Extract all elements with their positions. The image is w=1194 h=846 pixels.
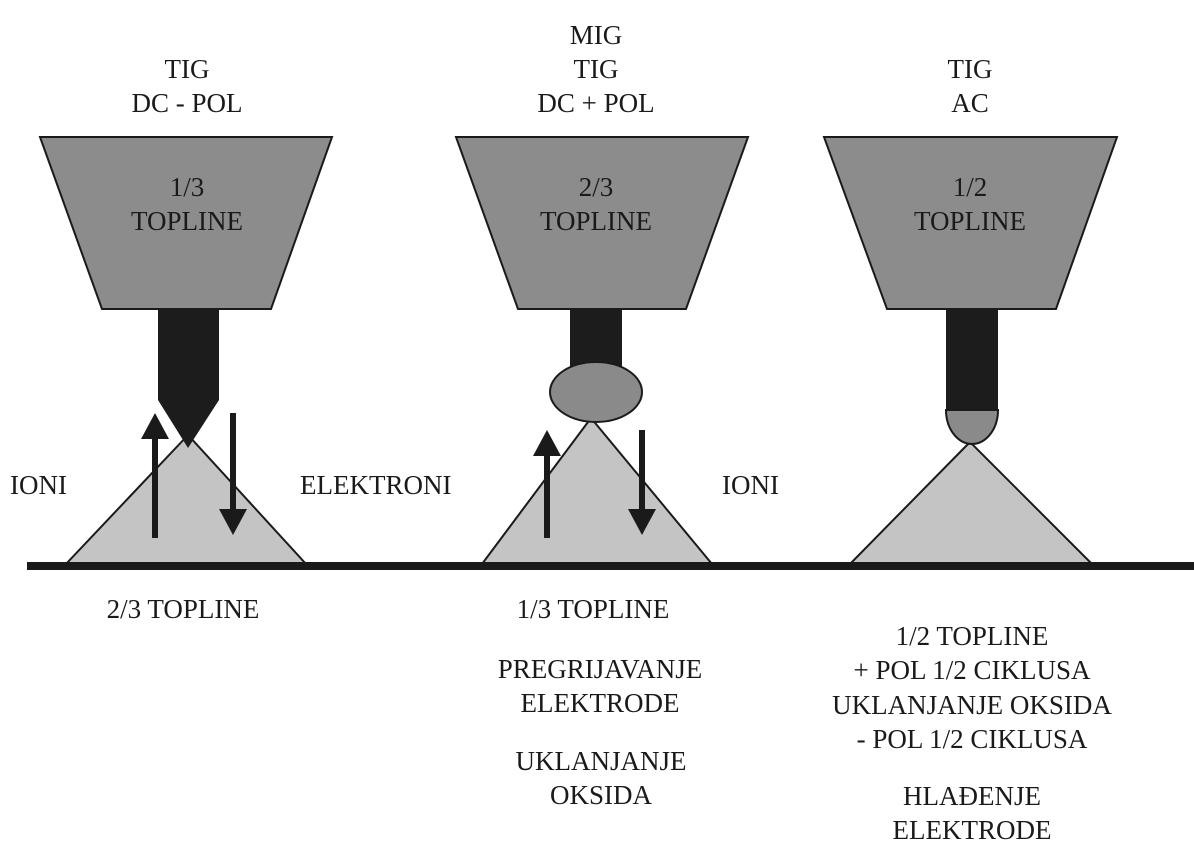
panel-3-oxide-line-1: UKLANJANJE OKSIDA [832,690,1112,720]
panel-1-title-line-1: TIG [164,54,210,84]
panel-2-oxide-line-1: UKLANJANJE [515,746,687,776]
panel-2-arc-cone [480,416,715,565]
panel-1-holder-heat-fraction: 1/3 [169,172,205,202]
panel-2-oxide-line-2: OKSIDA [549,780,652,810]
panel-2-bottom-heat: 1/3 TOPLINE [516,594,670,624]
panel-3-holder-heat-fraction: 1/2 [952,172,988,202]
panel-2-overheating-line-1: PREGRIJAVANJE [497,654,703,684]
panel-3-electrode-rounded-tip [944,409,1000,445]
panel-2-bottom-group-3: UKLANJANJE OKSIDA [516,744,687,812]
panel-1-title-line-2: DC - POL [131,88,243,118]
panel-1-arc-cone [63,433,309,565]
side-label-elektroni: ELEKTRONI [300,470,452,500]
workpiece-baseline [27,562,1194,570]
panel-2-title-line-2: TIG [573,54,619,84]
panel-3-title-line-1: TIG [947,54,993,84]
panel-3-arc-cone [847,440,1095,565]
panel-1-holder-heat: 1/3 TOPLINE [131,170,243,238]
panel-3-heat-line-2: + POL 1/2 CIKLUSA [853,655,1091,685]
panel-3-title-line-2: AC [951,88,989,118]
panel-1-arrow-down-head [219,509,247,535]
panel-1-electrode-pointed [158,309,219,448]
panel-3-holder-heat-word: TOPLINE [914,206,1026,236]
panel-1-bottom-group-1: 2/3 TOPLINE [107,592,260,626]
panel-2-title-line-1: MIG [569,20,623,50]
panel-2-overheating-line-2: ELEKTRODE [520,688,680,718]
panel-1-holder-heat-word: TOPLINE [131,206,243,236]
panel-3-holder [822,136,1119,310]
panel-3-bottom-group-1: 1/2 TOPLINE + POL 1/2 CIKLUSA [854,619,1091,687]
panel-2-bottom-group-2: PREGRIJAVANJE ELEKTRODE [498,652,703,720]
panel-1-title: TIG DC - POL [131,52,242,120]
panel-2-holder-heat-word: TOPLINE [540,206,652,236]
panel-3-electrode-rod [946,309,998,410]
panel-1-bottom-heat: 2/3 TOPLINE [106,594,260,624]
panel-3-cooling-line-1: HLAĐENJE [903,781,1041,811]
panel-2-holder-heat-fraction: 2/3 [578,172,614,202]
panel-2-holder-heat: 2/3 TOPLINE [540,170,652,238]
panel-1-holder [38,136,334,310]
panel-2-arrow-up-head [533,430,561,456]
panel-3-title: TIG AC [948,52,993,120]
panel-2-title-line-3: DC + POL [537,88,655,118]
panel-1-arrow-up-head [141,413,169,439]
panel-2-arrow-down-head [628,509,656,535]
panel-3-cooling-line-2: ELEKTRODE [892,815,1052,845]
panel-2-title: MIG TIG DC + POL [537,18,654,120]
side-label-ioni-right: IONI [722,470,779,500]
panel-2-holder [454,136,750,310]
panel-3-heat-line-1: 1/2 TOPLINE [895,621,1049,651]
panel-3-oxide-line-2: - POL 1/2 CIKLUSA [856,724,1088,754]
panel-3-bottom-group-3: HLAĐENJE ELEKTRODE [893,779,1052,846]
side-label-ioni-left: IONI [10,470,67,500]
panel-3-bottom-group-2: UKLANJANJE OKSIDA - POL 1/2 CIKLUSA [832,688,1112,756]
panel-2-bottom-group-1: 1/3 TOPLINE [517,592,670,626]
panel-2-electrode-ball [549,361,643,423]
panel-3-holder-heat: 1/2 TOPLINE [914,170,1026,238]
